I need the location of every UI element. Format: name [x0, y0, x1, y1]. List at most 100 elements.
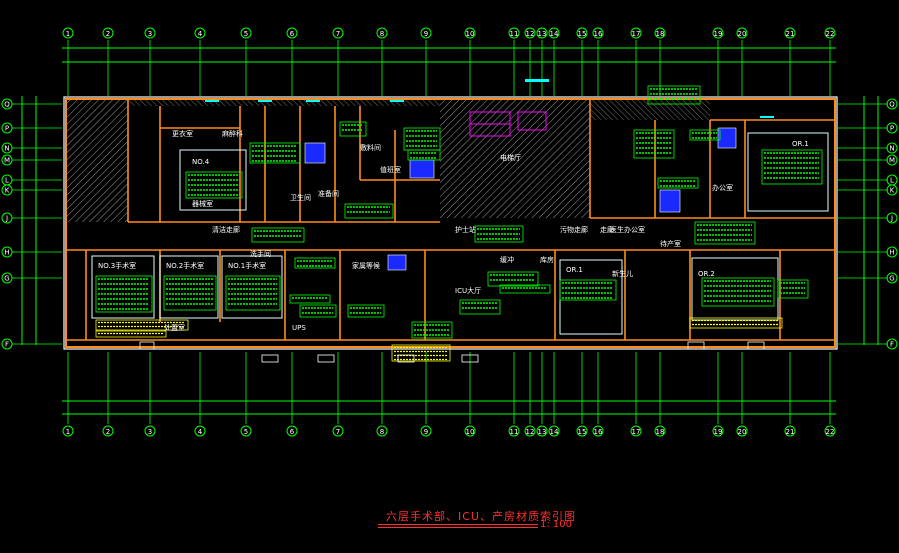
axis-label-top: 11 — [510, 30, 519, 38]
material-tag — [407, 149, 441, 161]
axis-label-top: 19 — [714, 30, 723, 38]
equipment-block — [659, 189, 681, 213]
room-label: 器械室 — [192, 199, 213, 208]
axis-bubble-top — [102, 27, 114, 39]
room-label: 新生儿 — [612, 269, 633, 278]
room-label: 库房 — [540, 255, 554, 264]
axis-label-bottom: 3 — [148, 428, 152, 436]
axis-label-bottom: 10 — [466, 428, 475, 436]
axis-bubble-top — [712, 27, 724, 39]
axis-bubble-top — [194, 27, 206, 39]
room-label: 准备间 — [318, 189, 339, 198]
room-label: 走廊 — [600, 225, 614, 234]
axis-label-top: 18 — [656, 30, 665, 38]
room-label: 值班室 — [380, 165, 401, 174]
axis-label-top: 8 — [380, 30, 384, 38]
room-label: 医生办公室 — [610, 225, 645, 234]
axis-bubble-bottom — [736, 425, 748, 437]
axis-bubble-bottom — [784, 425, 796, 437]
axis-bubble-right — [886, 272, 898, 284]
axis-label-top: 13 — [538, 30, 547, 38]
magenta-fixtures — [469, 111, 547, 137]
material-tag — [95, 275, 153, 313]
axis-label-top: 3 — [148, 30, 152, 38]
room-label: 缓冲 — [500, 255, 514, 264]
axis-bubble-top — [592, 27, 604, 39]
equipment-block — [409, 159, 435, 179]
equipment-blocks — [304, 127, 737, 271]
material-tag-yellow — [95, 319, 189, 331]
room-label: 洗手间 — [250, 249, 271, 258]
room-label: 清洁走廊 — [212, 225, 240, 234]
material-tag-yellow — [391, 344, 451, 362]
axis-label-bottom: 2 — [106, 428, 110, 436]
axis-bubble-bottom — [102, 425, 114, 437]
material-tag — [701, 277, 775, 307]
material-tag — [487, 271, 539, 287]
axis-label-right: H — [889, 249, 894, 257]
material-tag — [411, 321, 453, 339]
axis-bubble-bottom — [592, 425, 604, 437]
axis-label-right: Q — [889, 101, 895, 109]
axis-bubble-left — [1, 246, 13, 258]
axis-label-left: Q — [4, 101, 10, 109]
axis-label-top: 2 — [106, 30, 110, 38]
axis-bubble-top — [144, 27, 156, 39]
room-label: OR.1 — [792, 140, 809, 148]
room-label: 家属等候 — [352, 261, 380, 270]
axis-bubble-bottom — [712, 425, 724, 437]
axis-label-top: 20 — [738, 30, 747, 38]
material-tag — [689, 129, 721, 141]
material-tag — [344, 203, 394, 219]
axis-bubble-bottom — [508, 425, 520, 437]
axis-bubble-top — [576, 27, 588, 39]
axis-label-bottom: 18 — [656, 428, 665, 436]
hatched-strip-top — [128, 100, 440, 106]
axis-label-left: H — [4, 249, 9, 257]
material-tag — [339, 121, 367, 137]
axis-label-bottom: 16 — [594, 428, 603, 436]
axis-label-right: P — [890, 125, 894, 133]
room-label: OR.1 — [566, 266, 583, 274]
axis-bubble-bottom — [824, 425, 836, 437]
material-tag — [251, 227, 305, 243]
axis-bubble-top — [524, 27, 536, 39]
axis-bubble-left — [1, 184, 13, 196]
material-tag-yellow — [95, 330, 167, 338]
dimension-lines — [21, 47, 879, 415]
axis-bubble-top — [62, 27, 74, 39]
axis-label-bottom: 5 — [244, 428, 248, 436]
axis-label-top: 22 — [826, 30, 835, 38]
axis-label-bottom: 11 — [510, 428, 519, 436]
axis-label-left: M — [4, 157, 10, 165]
axis-label-right: M — [889, 157, 895, 165]
axis-bubble-top — [654, 27, 666, 39]
axis-label-bottom: 6 — [290, 428, 295, 436]
axis-bubble-left — [1, 154, 13, 166]
axis-bubble-bottom — [536, 425, 548, 437]
axis-label-top: 5 — [244, 30, 248, 38]
axis-label-top: 7 — [336, 30, 340, 38]
axis-bubble-left — [1, 272, 13, 284]
room-label: 更衣室 — [172, 129, 193, 138]
room-label: NO.3手术室 — [98, 261, 136, 270]
axis-bubble-bottom — [240, 425, 252, 437]
material-tag — [474, 225, 524, 243]
title-underline-2 — [378, 527, 538, 528]
axis-label-left: G — [4, 275, 9, 283]
room-label: 处置室 — [164, 323, 185, 332]
axis-bubble-right — [886, 122, 898, 134]
room-label: UPS — [292, 324, 306, 332]
axis-label-left: F — [5, 341, 9, 349]
axis-bubble-top — [376, 27, 388, 39]
axis-bubble-top — [784, 27, 796, 39]
axis-bubble-top — [420, 27, 432, 39]
axis-label-bottom: 22 — [826, 428, 835, 436]
axis-bubble-top — [536, 27, 548, 39]
material-tag — [657, 177, 699, 189]
material-tag — [694, 221, 756, 245]
axis-label-top: 12 — [526, 30, 535, 38]
axis-bubble-top — [824, 27, 836, 39]
axis-bubble-bottom — [62, 425, 74, 437]
